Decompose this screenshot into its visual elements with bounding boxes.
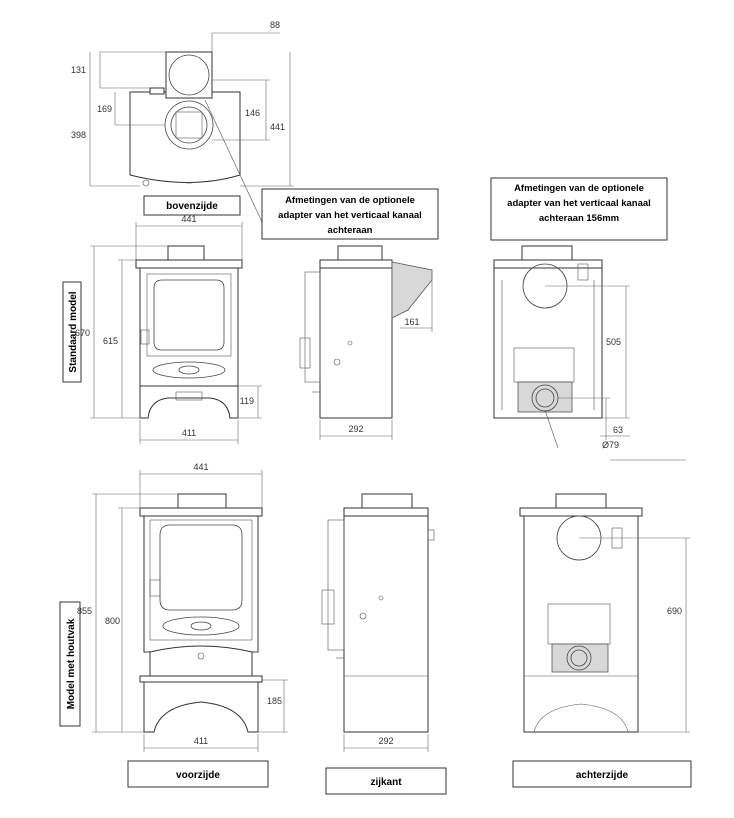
standard-model-label: Standaard model [62, 281, 82, 383]
dim-std-height-615: 615 [103, 336, 118, 346]
svg-text:Afmetingen van de optionele: Afmetingen van de optionele [514, 183, 644, 194]
svg-text:Standaard model: Standaard model [68, 291, 79, 372]
dim-collar-131: 131 [71, 65, 86, 75]
dim-wood-height-855: 855 [77, 606, 92, 616]
dim-std-depth-292: 292 [348, 424, 363, 434]
dim-wood-base-411: 411 [194, 736, 208, 746]
standard-back-view: 505 63 Ø79 [493, 245, 686, 461]
back-view-label: achterzijde [512, 760, 692, 788]
svg-text:voorzijde: voorzijde [176, 770, 220, 781]
wood-back-view: 690 [519, 493, 690, 733]
dim-adapter-161: 161 [404, 317, 419, 327]
dim-depth-398: 398 [71, 130, 86, 140]
dim-wood-width-441: 441 [193, 462, 208, 472]
svg-text:bovenzijde: bovenzijde [166, 201, 218, 212]
svg-text:Afmetingen van de optionele: Afmetingen van de optionele [285, 195, 415, 206]
dim-width-441-side: 441 [270, 122, 285, 132]
wood-front-view: 441 855 800 185 411 [77, 462, 288, 752]
dim-std-base-411: 411 [182, 428, 196, 438]
svg-text:achterzijde: achterzijde [576, 770, 629, 781]
dim-flue-center-169: 169 [97, 104, 112, 114]
top-view-label: bovenzijde [143, 195, 241, 216]
standard-side-view: 161 292 [299, 245, 433, 440]
dim-back-flue-505: 505 [606, 337, 621, 347]
dim-rear-flue-146: 146 [245, 108, 260, 118]
svg-text:adapter van het verticaal kana: adapter van het verticaal kanaal [507, 198, 651, 209]
dim-wood-store-185: 185 [267, 696, 282, 706]
wood-storage-model-label: Model met houtvak [59, 601, 81, 727]
dim-std-width-441: 441 [181, 214, 196, 224]
dim-wood-depth-292: 292 [378, 736, 393, 746]
side-view-label: zijkant [325, 767, 447, 795]
dim-std-leg-119: 119 [240, 396, 254, 406]
svg-text:adapter van het verticaal kana: adapter van het verticaal kanaal [278, 210, 422, 221]
front-view-label: voorzijde [127, 760, 269, 788]
adapter-note-back: Afmetingen van de optionele adapter van … [490, 177, 668, 241]
dim-std-height-670: 670 [75, 328, 90, 338]
dim-wood-back-flue-690: 690 [667, 606, 682, 616]
dim-wood-height-800: 800 [105, 616, 120, 626]
dim-offset-88: 88 [270, 20, 280, 30]
svg-text:zijkant: zijkant [370, 777, 402, 788]
svg-text:achteraan: achteraan [328, 225, 373, 236]
svg-text:Model met houtvak: Model met houtvak [66, 618, 77, 709]
dim-back-diameter-79: Ø79 [602, 440, 619, 450]
standard-front-view: 441 670 615 119 411 [75, 214, 262, 444]
wood-side-view: 292 [321, 493, 435, 752]
adapter-note-side: Afmetingen van de optionele adapter van … [261, 188, 439, 240]
svg-text:achteraan 156mm: achteraan 156mm [539, 213, 619, 224]
top-view: 88 131 169 398 146 441 [71, 20, 294, 223]
dim-back-offset-63: 63 [613, 425, 623, 435]
